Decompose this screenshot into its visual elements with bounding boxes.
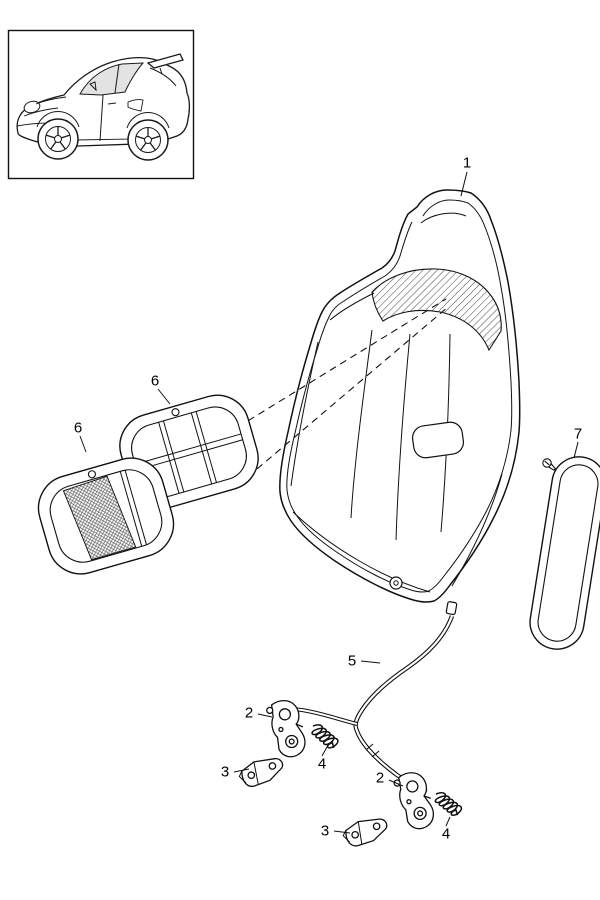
callout-frame-lower[interactable]: 6	[73, 419, 83, 437]
callout-spring-right[interactable]: 4	[441, 825, 451, 843]
projection-dashed-lines	[237, 298, 449, 470]
side-pad	[529, 456, 600, 650]
release-cable	[285, 615, 455, 795]
callout-cable[interactable]: 5	[347, 652, 357, 670]
callout-frame-upper[interactable]: 6	[150, 372, 160, 390]
callout-backrest-shell[interactable]: 1	[462, 154, 472, 172]
bracket-left	[237, 757, 286, 789]
spring-left	[308, 718, 341, 754]
callout-spring-left[interactable]: 4	[317, 755, 327, 773]
backrest-shell	[279, 189, 521, 616]
callout-bracket-left[interactable]: 3	[220, 763, 230, 781]
callout-side-pad[interactable]: 7	[573, 425, 583, 443]
callout-latch-right[interactable]: 2	[375, 769, 385, 787]
callout-bracket-right[interactable]: 3	[320, 822, 330, 840]
side-pad-screw-icon	[542, 458, 557, 471]
car-side-view-icon	[16, 53, 191, 161]
callout-latch-left[interactable]: 2	[244, 704, 254, 722]
latch-left	[264, 696, 310, 761]
callout-leader-lines	[79, 171, 579, 834]
spring-right	[431, 786, 465, 822]
latch-right	[391, 768, 438, 833]
lattice-frame-lower	[37, 457, 175, 575]
